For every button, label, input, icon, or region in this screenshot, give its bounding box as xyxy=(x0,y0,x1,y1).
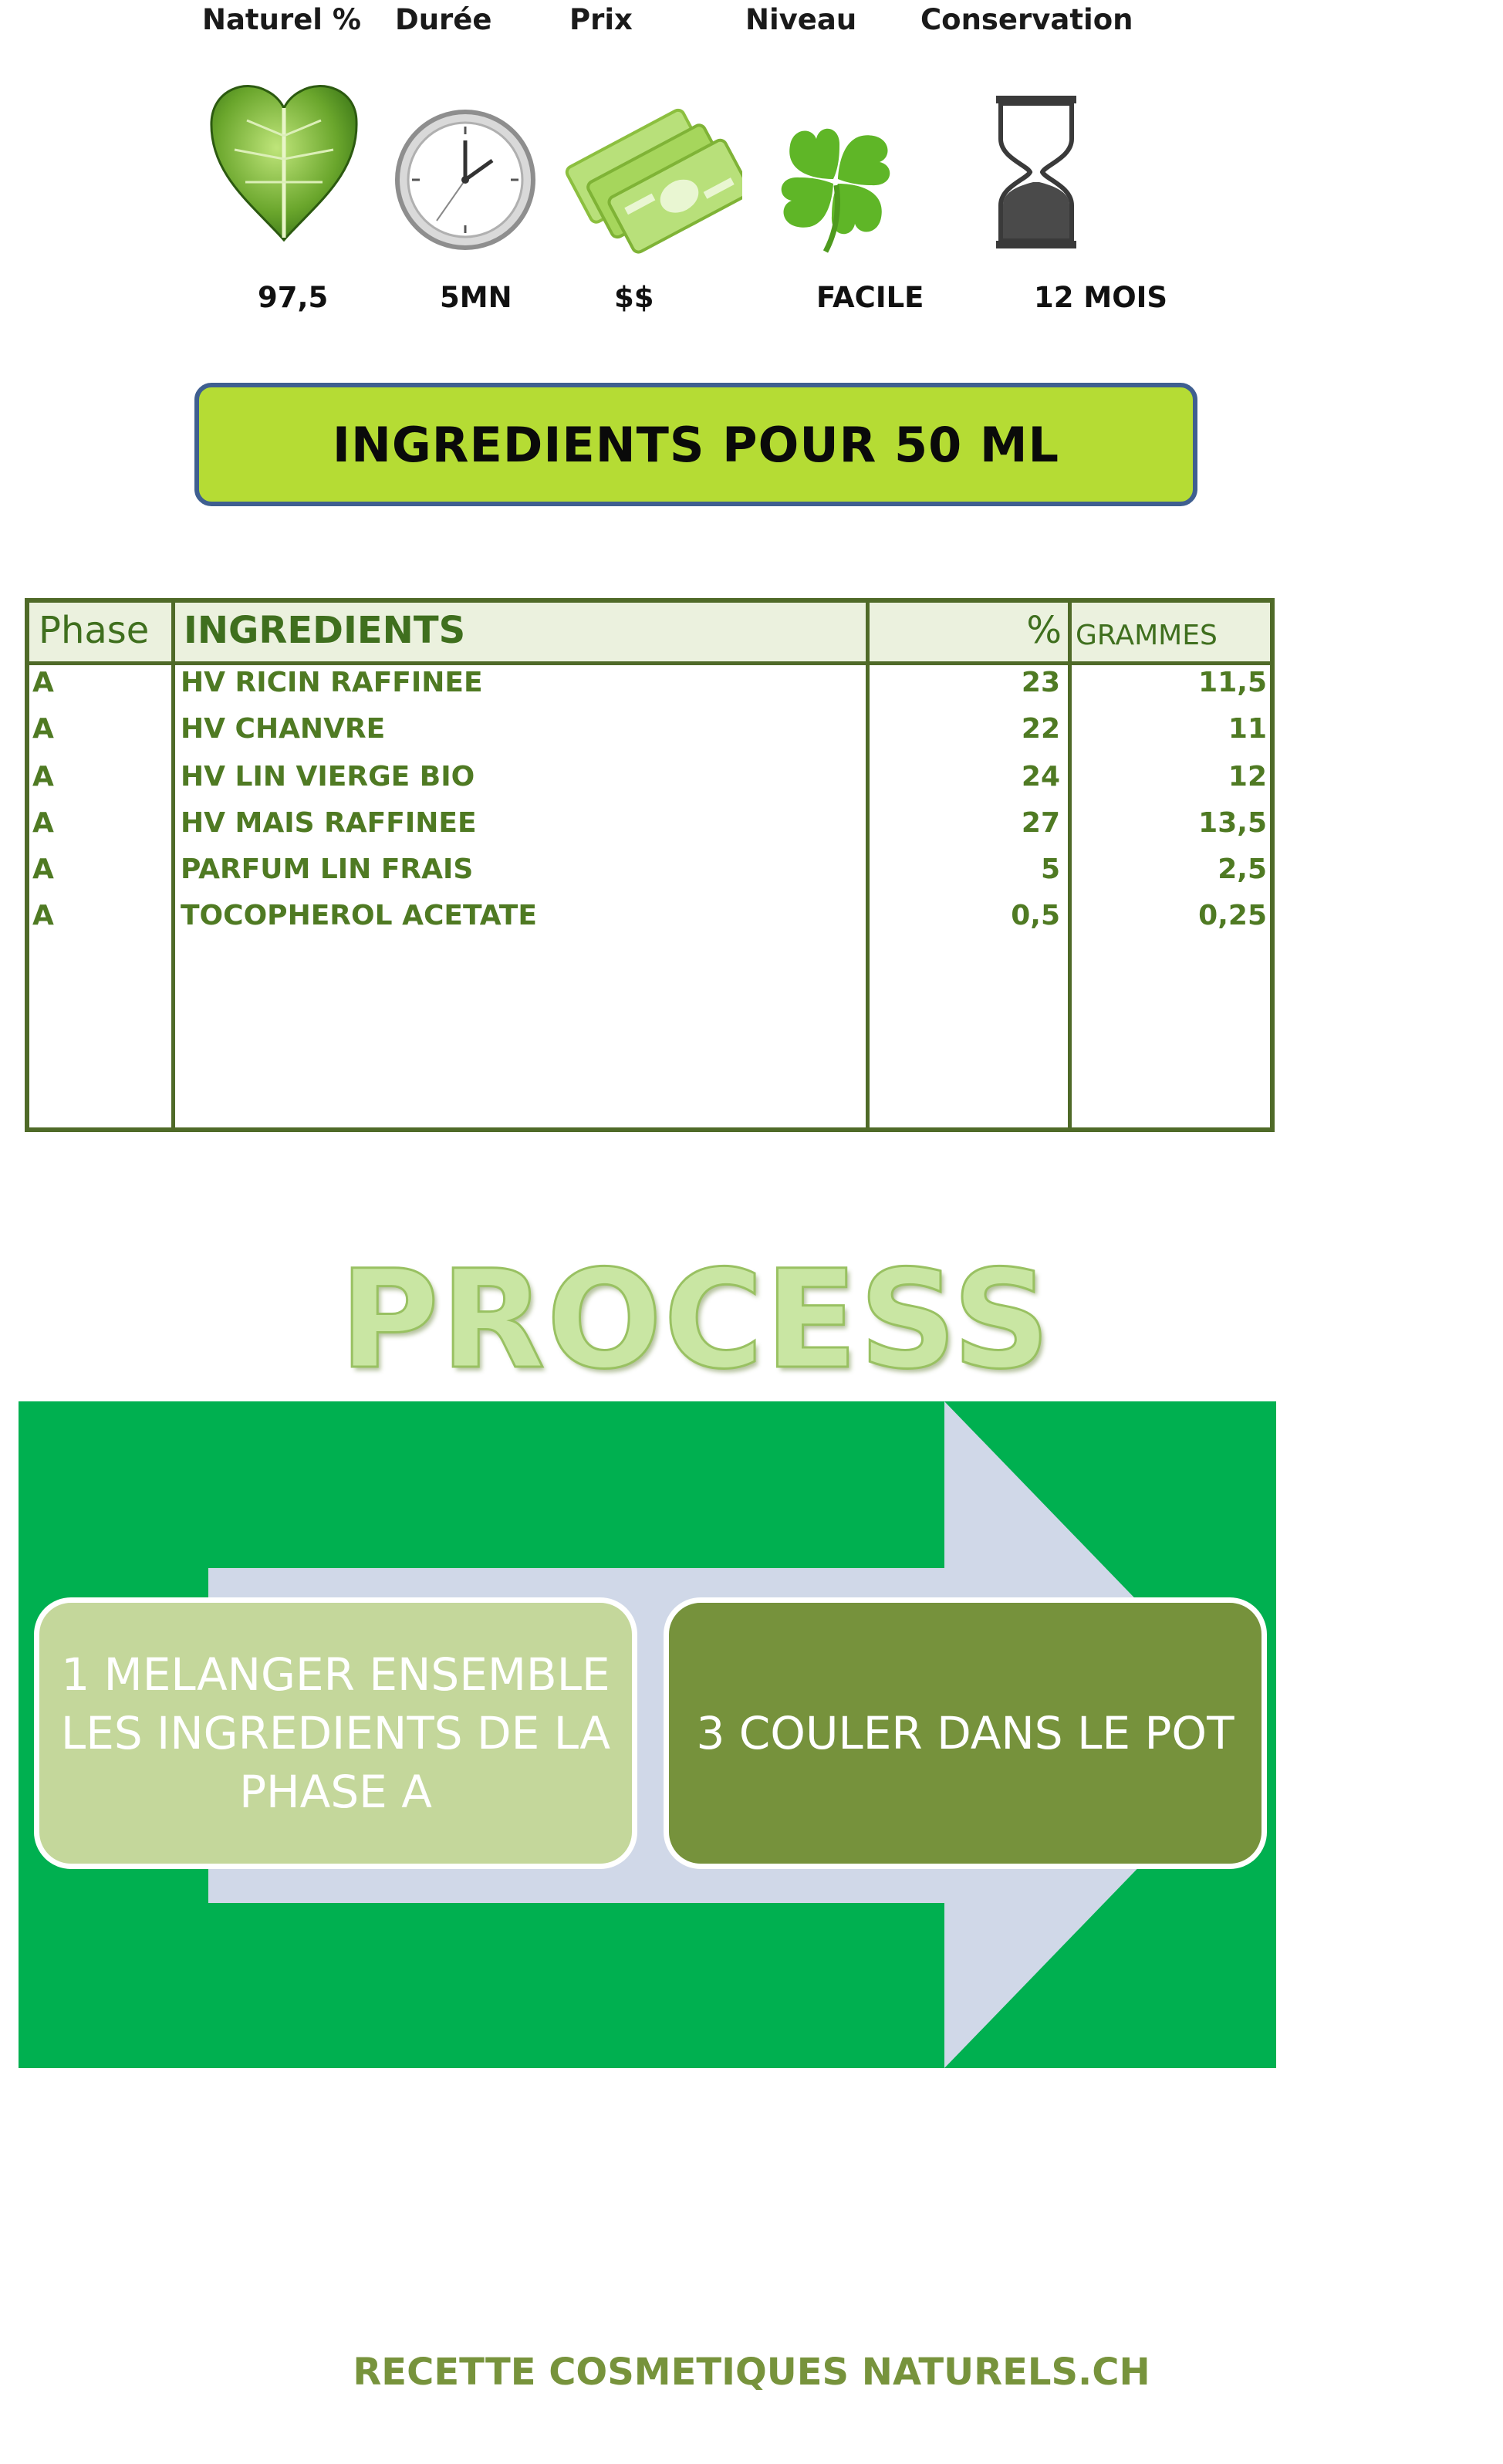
row-ingredient: HV MAIS RAFFINEE xyxy=(181,807,477,839)
process-title: PROCESS xyxy=(338,1240,1052,1401)
process-panel: 1 MELANGER ENSEMBLE LES INGREDIENTS DE L… xyxy=(19,1401,1276,2068)
table-header-row: Phase INGREDIENTS % GRAMMES xyxy=(29,603,1270,665)
header-phase: Phase xyxy=(39,609,150,652)
row-phase: A xyxy=(32,807,54,839)
row-phase: A xyxy=(32,761,54,793)
row-ingredient: PARFUM LIN FRAIS xyxy=(181,853,474,885)
row-percent: 5 xyxy=(1040,853,1060,885)
row-ingredient: HV RICIN RAFFINEE xyxy=(181,667,483,698)
page-title: INGREDIENTS POUR 50 ML xyxy=(332,416,1060,473)
stat-header-conservation: Conservation xyxy=(920,3,1133,36)
hourglass-icon xyxy=(996,96,1076,248)
row-grams: 2,5 xyxy=(1218,853,1267,885)
stat-header-natural: Naturel % xyxy=(202,3,361,36)
row-percent: 0,5 xyxy=(1011,900,1060,931)
column-divider xyxy=(866,603,870,1127)
step-2-box: 3 COULER DANS LE POT xyxy=(664,1597,1267,1869)
stat-header-price: Prix xyxy=(569,3,633,36)
stat-value-conservation: 12 MOIS xyxy=(1034,281,1168,314)
row-percent: 24 xyxy=(1021,761,1060,793)
stat-value-price: $$ xyxy=(614,281,654,314)
row-ingredient: HV LIN VIERGE BIO xyxy=(181,761,475,793)
row-phase: A xyxy=(32,853,54,885)
step-1-text: 1 MELANGER ENSEMBLE LES INGREDIENTS DE L… xyxy=(60,1648,611,1818)
row-ingredient: TOCOPHEROL ACETATE xyxy=(181,900,537,931)
leaf-icon xyxy=(210,85,358,242)
column-divider xyxy=(171,603,175,1127)
row-grams: 0,25 xyxy=(1198,900,1267,931)
column-divider xyxy=(1068,603,1072,1127)
row-phase: A xyxy=(32,713,54,745)
clock-icon xyxy=(395,110,535,250)
stat-header-level: Niveau xyxy=(745,3,857,36)
header-percent: % xyxy=(1026,609,1062,652)
step-1-box: 1 MELANGER ENSEMBLE LES INGREDIENTS DE L… xyxy=(34,1597,637,1869)
row-grams: 11 xyxy=(1228,713,1267,745)
step-2-text: 3 COULER DANS LE POT xyxy=(696,1707,1234,1759)
money-icon xyxy=(565,108,742,254)
footer-brand: RECETTE COSMETIQUES NATURELS.CH xyxy=(353,2351,1150,2394)
row-percent: 23 xyxy=(1021,667,1060,698)
row-ingredient: HV CHANVRE xyxy=(181,713,386,745)
ingredients-table: Phase INGREDIENTS % GRAMMES A HV RICIN R… xyxy=(25,598,1275,1132)
row-percent: 27 xyxy=(1021,807,1060,839)
header-ingredients: INGREDIENTS xyxy=(184,609,466,652)
row-grams: 13,5 xyxy=(1198,807,1267,839)
stat-value-level: FACILE xyxy=(816,281,924,314)
stat-value-duration: 5MN xyxy=(440,281,512,314)
row-percent: 22 xyxy=(1021,713,1060,745)
row-grams: 12 xyxy=(1228,761,1267,793)
clover-icon xyxy=(781,128,890,253)
title-banner: INGREDIENTS POUR 50 ML xyxy=(194,383,1197,506)
row-grams: 11,5 xyxy=(1198,667,1267,698)
row-phase: A xyxy=(32,667,54,698)
header-grams: GRAMMES xyxy=(1076,620,1218,651)
row-phase: A xyxy=(32,900,54,931)
stat-value-natural: 97,5 xyxy=(258,281,329,314)
stat-header-duration: Durée xyxy=(395,3,492,36)
